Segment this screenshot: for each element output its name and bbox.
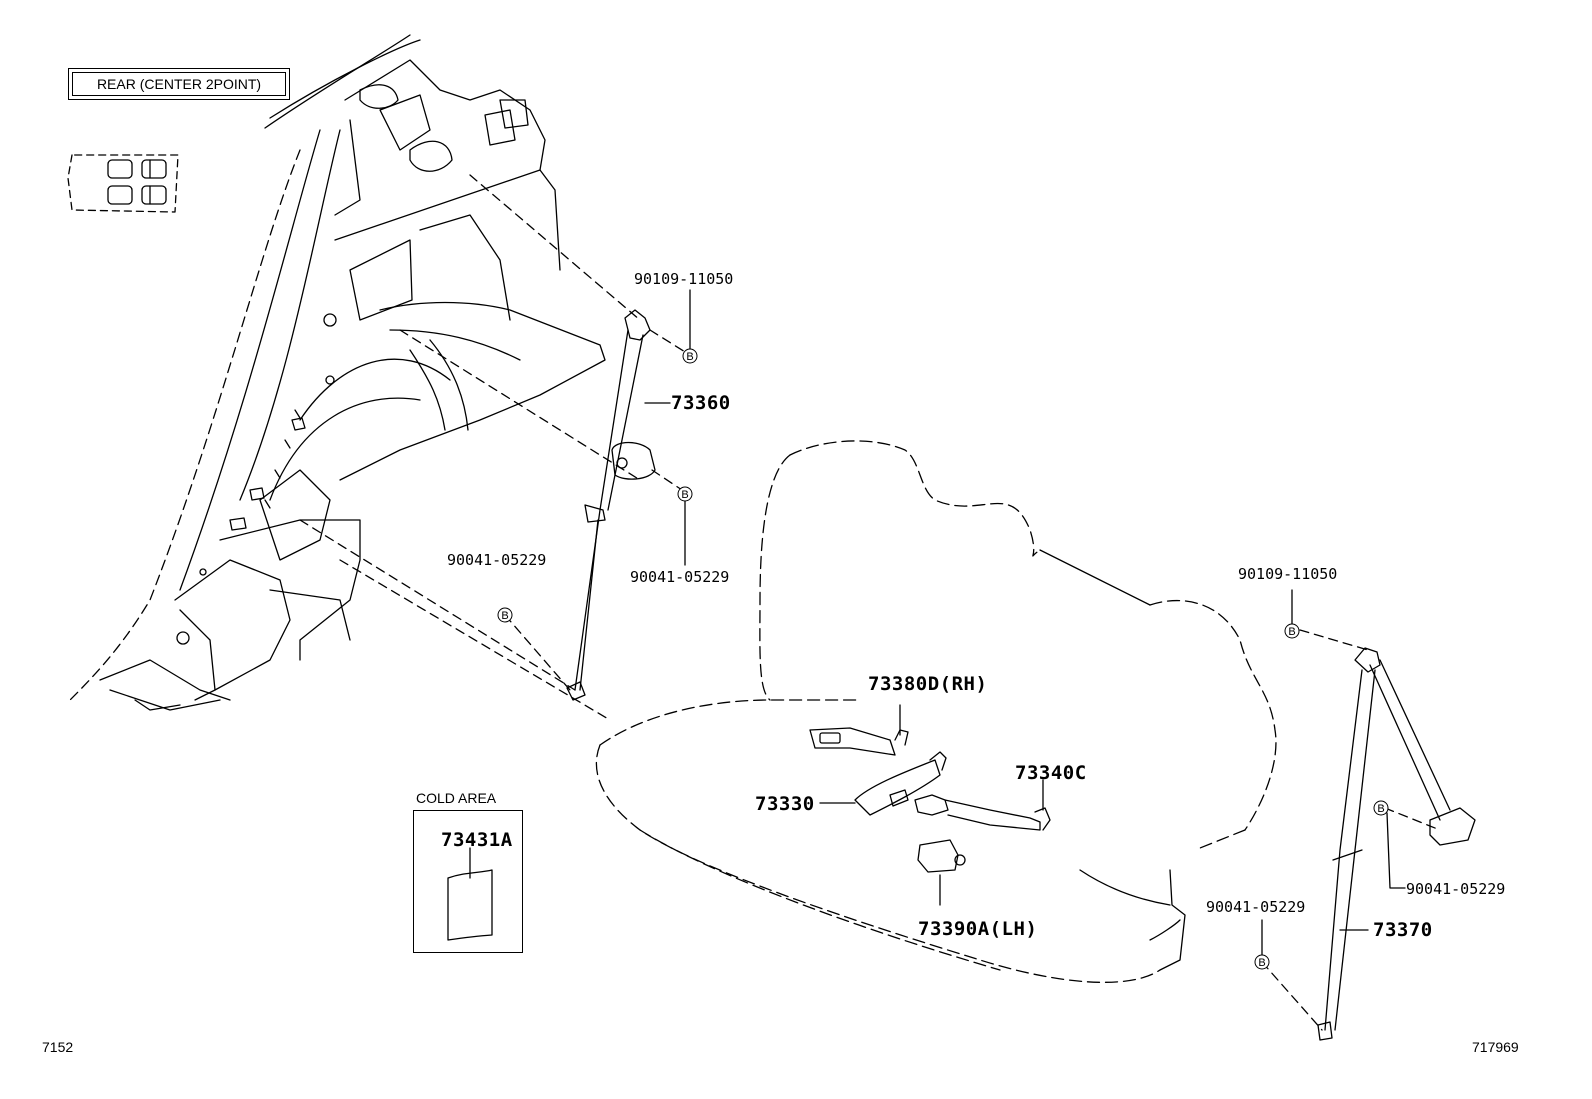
svg-text:B: B <box>1258 957 1265 969</box>
bolt-marker-icon: B <box>682 348 698 364</box>
svg-text:B: B <box>686 351 693 363</box>
rear-seat-outline <box>595 440 1277 983</box>
bolt-markers: B B B B B B <box>497 348 1389 970</box>
svg-text:B: B <box>1288 626 1295 638</box>
part-label-90041-05229-left: 90041-05229 <box>447 551 547 569</box>
bolt-marker-icon: B <box>497 607 513 623</box>
part-label-90041-05229-right-lower: 90041-05229 <box>1206 898 1306 916</box>
bolt-marker-icon: B <box>1254 954 1270 970</box>
part-label-73340C: 73340C <box>1015 762 1087 784</box>
part-label-90041-05229-right-upper: 90041-05229 <box>1406 880 1506 898</box>
leader-lines <box>299 174 1441 1031</box>
illustration-id: 717969 <box>1472 1039 1519 1055</box>
cold-area-box <box>413 810 523 953</box>
buckle-73390A <box>917 839 966 906</box>
label-leaders <box>644 289 1406 956</box>
svg-text:B: B <box>681 489 688 501</box>
bolt-marker-icon: B <box>1284 623 1300 639</box>
diagram-title-box: REAR (CENTER 2POINT) <box>68 68 290 100</box>
part-label-90109-11050-right: 90109-11050 <box>1238 565 1338 583</box>
buckle-73380D <box>809 704 909 756</box>
part-label-73390A: 73390A(LH) <box>918 918 1038 940</box>
diagram-title: REAR (CENTER 2POINT) <box>72 72 286 96</box>
seat-belt-73360 <box>566 309 656 701</box>
svg-text:B: B <box>1377 803 1384 815</box>
cold-area-label: COLD AREA <box>416 790 497 806</box>
bolt-marker-icon: B <box>677 486 693 502</box>
svg-text:B: B <box>501 610 508 622</box>
part-label-90041-05229-center: 90041-05229 <box>630 568 730 586</box>
part-label-73380D: 73380D(RH) <box>868 673 988 695</box>
cold-area-part-73431A <box>447 847 493 941</box>
part-label-90109-11050-upper: 90109-11050 <box>634 270 734 288</box>
part-label-73330: 73330 <box>755 793 815 815</box>
seat-belt-73370 <box>1317 647 1476 1041</box>
part-label-73360: 73360 <box>671 392 731 414</box>
vehicle-body-illustration <box>69 34 606 711</box>
seat-position-icon <box>67 154 179 213</box>
page-code-left: 7152 <box>42 1039 74 1055</box>
part-label-73370: 73370 <box>1373 919 1433 941</box>
buckle-73330 <box>819 751 947 816</box>
bolt-marker-icon: B <box>1373 800 1389 816</box>
buckle-73340C <box>914 779 1051 831</box>
part-label-73431A: 73431A <box>441 829 513 851</box>
